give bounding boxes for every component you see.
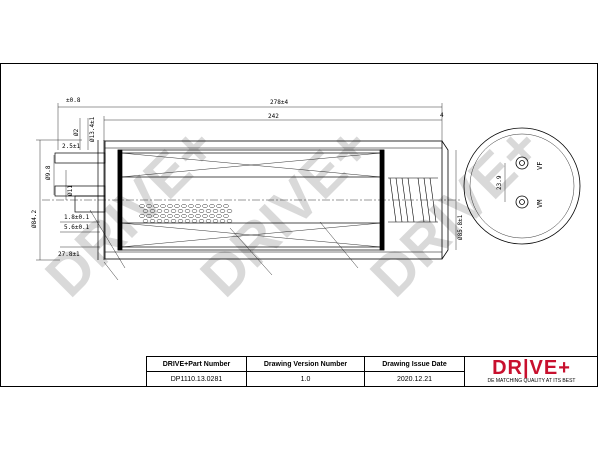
port-label-vm: VM xyxy=(536,200,544,208)
perforation-hole xyxy=(146,214,152,218)
perforation-hole xyxy=(216,214,222,218)
dim-nipple-offset: 4 xyxy=(440,112,444,119)
version-label: Drawing Version Number xyxy=(247,357,365,372)
perforation-hole xyxy=(139,214,145,218)
perforation-hole xyxy=(174,204,180,208)
perforation-hole xyxy=(223,204,229,208)
issue-date-value: 2020.12.21 xyxy=(365,372,465,387)
perforation-hole xyxy=(226,219,233,223)
perforation-hole xyxy=(167,204,173,208)
perforation-hole xyxy=(146,204,152,208)
issue-date-label: Drawing Issue Date xyxy=(365,357,465,372)
perforation-hole xyxy=(177,209,184,213)
part-number-label: DRIVE+Part Number xyxy=(147,357,247,372)
perforation-hole xyxy=(181,214,187,218)
perforation-hole xyxy=(181,204,187,208)
perforation-hole xyxy=(226,209,233,213)
perforation-hole xyxy=(142,209,149,213)
perforation-hole xyxy=(149,219,156,223)
perforation-hole xyxy=(167,214,173,218)
perforation-hole xyxy=(195,204,201,208)
dim-total-dia: Ø84.2 xyxy=(31,210,38,228)
perforation-hole xyxy=(191,209,198,213)
dim-tube-length-bottom: 27.8±1 xyxy=(58,251,80,258)
perforation-hole xyxy=(163,219,170,223)
perforation-hole xyxy=(160,214,166,218)
perforation-hole xyxy=(212,209,219,213)
perforation-hole xyxy=(174,214,180,218)
drive-plus-logo: DR|VE+ DE MATCHING QUALITY AT ITS BEST xyxy=(465,357,598,387)
perforation-hole xyxy=(170,209,177,213)
perforation-hole xyxy=(198,219,205,223)
perforation-hole xyxy=(219,219,226,223)
perforation-hole xyxy=(139,204,145,208)
dimension-lines xyxy=(36,103,457,261)
dim-nipple-dia-outer: Ø9.8 xyxy=(45,165,52,180)
perforation-hole xyxy=(205,209,212,213)
perforation-hole xyxy=(160,204,166,208)
perforation-hole xyxy=(188,214,194,218)
perforation-hole xyxy=(202,214,208,218)
end-view xyxy=(463,127,581,245)
dim-small-top-c: Ø13.4±1 xyxy=(89,116,96,142)
dim-nipple-dia-inner: Ø11 xyxy=(67,185,74,196)
perforation-hole xyxy=(205,219,212,223)
spring-upper xyxy=(388,177,438,223)
part-number-value: DP1110.13.0281 xyxy=(147,372,247,387)
title-block: DRIVE+Part Number DP1110.13.0281 Drawing… xyxy=(146,356,598,387)
dim-overall-length: 278±4 xyxy=(270,99,288,106)
perforation-hole xyxy=(153,214,159,218)
dim-inner-length: 242 xyxy=(268,113,279,120)
perforation-hole xyxy=(156,219,163,223)
perforation-hole xyxy=(209,214,215,218)
filter-element xyxy=(117,149,385,251)
perforation-hole xyxy=(184,219,191,223)
dim-cup-depth: Ø85.8±1 xyxy=(457,214,464,240)
perforation-hole xyxy=(202,204,208,208)
logo-tagline: DE MATCHING QUALITY AT ITS BEST xyxy=(487,378,576,384)
perforation-hole xyxy=(184,209,191,213)
perforation-hole xyxy=(142,219,149,223)
dim-small-top-a: ±0.8 xyxy=(66,97,81,104)
perforation-hole xyxy=(149,209,156,213)
perforation-hole xyxy=(219,209,226,213)
dim-tube-length-top: 2.5±1 xyxy=(62,143,80,150)
perforation-hole xyxy=(216,204,222,208)
perforation-hole xyxy=(177,219,184,223)
perforated-core xyxy=(139,204,233,223)
perforation-hole xyxy=(198,209,205,213)
perforation-hole xyxy=(156,209,163,213)
perforation-hole xyxy=(188,204,194,208)
perforation-hole xyxy=(223,214,229,218)
dim-step-b: 5.6±0.1 xyxy=(64,224,90,231)
perforation-hole xyxy=(191,219,198,223)
dim-step-a: 1.8±0.1 xyxy=(64,214,90,221)
drawing-frame xyxy=(0,63,598,387)
dim-small-top-b: Ø2 xyxy=(73,128,80,136)
version-value: 1.0 xyxy=(247,372,365,387)
perforation-hole xyxy=(212,219,219,223)
perforation-hole xyxy=(170,219,177,223)
perforation-hole xyxy=(163,209,170,213)
port-label-vf: VF xyxy=(536,162,544,170)
watermark-2: DRIVE+ xyxy=(188,114,383,309)
perforation-hole xyxy=(209,204,215,208)
dim-end-distance: 23.9 xyxy=(496,175,503,190)
logo-text: DR|VE+ xyxy=(492,357,571,379)
watermark-group: DRIVE+ DRIVE+ DRIVE+ xyxy=(33,114,553,309)
inlet-nipple xyxy=(54,140,106,260)
perforation-hole xyxy=(195,214,201,218)
leader-lines xyxy=(89,209,359,281)
perforation-hole xyxy=(153,204,159,208)
